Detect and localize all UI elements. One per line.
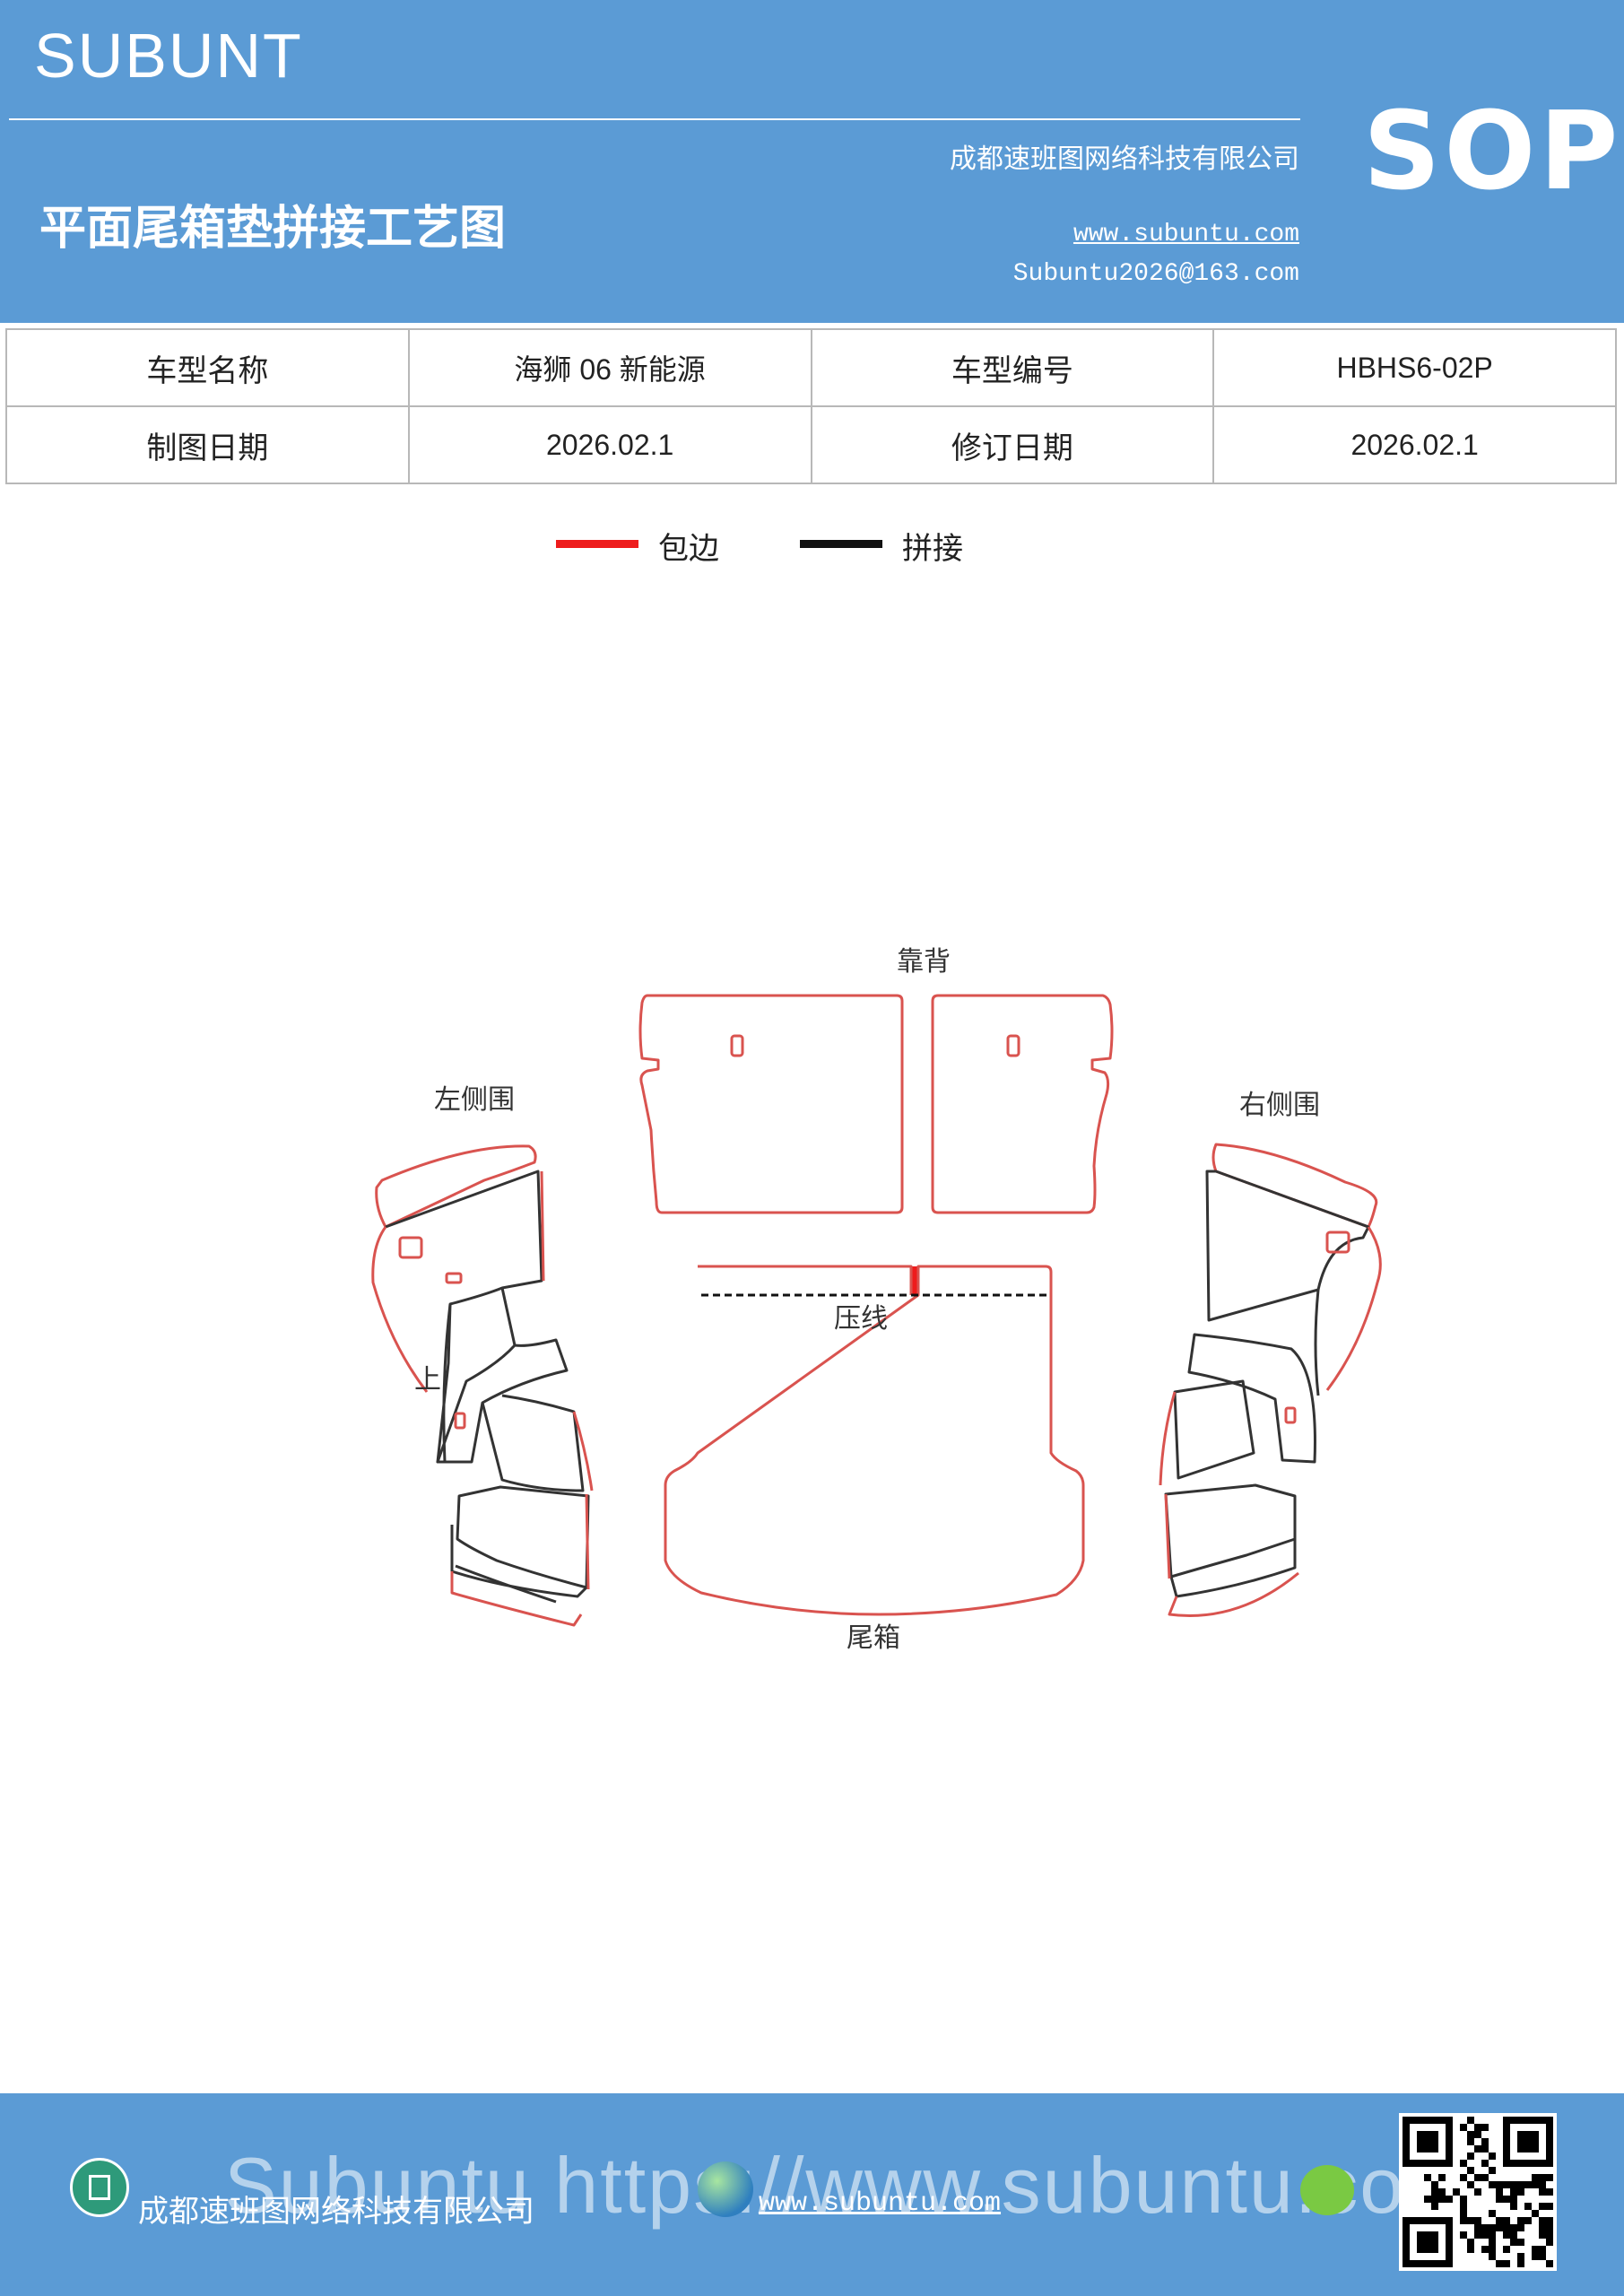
footer-watermark: Subuntu https://www.subuntu.com bbox=[224, 2141, 1473, 2230]
table-cell: HBHS6-02P bbox=[1212, 328, 1617, 407]
label-right-side: 右侧围 bbox=[1239, 1090, 1320, 1121]
table-cell: 2026.02.1 bbox=[1212, 405, 1617, 484]
legend-black-line bbox=[800, 540, 882, 548]
qr-code bbox=[1399, 2113, 1557, 2271]
vehicle-info-table: 车型名称 海狮 06 新能源 车型编号 HBHS6-02P 制图日期 2026.… bbox=[5, 328, 1617, 484]
globe-icon bbox=[698, 2161, 753, 2217]
label-backrest: 靠背 bbox=[897, 946, 951, 978]
backrest-left-panel bbox=[638, 994, 904, 1214]
table-row: 制图日期 2026.02.1 修订日期 2026.02.1 bbox=[5, 405, 1617, 484]
table-row: 车型名称 海狮 06 新能源 车型编号 HBHS6-02P bbox=[5, 328, 1617, 407]
sop-badge: SOP bbox=[1363, 90, 1622, 214]
website-link[interactable]: www.subuntu.com bbox=[1073, 221, 1299, 248]
brand-logo: SUBUNT bbox=[34, 21, 303, 91]
legend-label: 拼接 bbox=[902, 531, 963, 567]
wechat-icon bbox=[1300, 2165, 1354, 2215]
table-cell: 海狮 06 新能源 bbox=[407, 328, 812, 407]
footer-company: 成都速班图网络科技有限公司 bbox=[138, 2194, 534, 2230]
table-cell: 修订日期 bbox=[810, 405, 1215, 484]
company-name: 成都速班图网络科技有限公司 bbox=[950, 144, 1299, 175]
table-cell: 车型编号 bbox=[810, 328, 1215, 407]
header-banner: SUBUNT 平面尾箱垫拼接工艺图 成都速班图网络科技有限公司 www.subu… bbox=[0, 0, 1624, 323]
table-cell: 车型名称 bbox=[5, 328, 410, 407]
legend-label: 包边 bbox=[658, 531, 719, 567]
legend-red-line bbox=[556, 540, 638, 548]
table-cell: 制图日期 bbox=[5, 405, 410, 484]
email-address[interactable]: Subuntu2026@163.com bbox=[1012, 260, 1299, 288]
home-icon bbox=[70, 2158, 129, 2217]
backrest-right-panel bbox=[931, 994, 1114, 1214]
header-divider bbox=[9, 118, 1300, 120]
label-trunk: 尾箱 bbox=[847, 1622, 900, 1654]
table-cell: 2026.02.1 bbox=[407, 405, 812, 484]
footer-website-link[interactable]: www.subuntu.com bbox=[759, 2188, 1002, 2219]
label-press-line: 压线 bbox=[834, 1303, 888, 1335]
backrest-slot bbox=[1006, 1034, 1020, 1057]
backrest-slot bbox=[730, 1034, 744, 1057]
label-left-side: 左侧围 bbox=[434, 1084, 515, 1116]
label-top: 上 bbox=[414, 1364, 441, 1396]
footer-banner: Subuntu https://www.subuntu.com 成都速班图网络科… bbox=[0, 2093, 1624, 2296]
trunk-mat-panel bbox=[664, 1265, 1085, 1616]
right-side-panel bbox=[1159, 1143, 1382, 1618]
left-side-panel bbox=[371, 1144, 594, 1627]
page-title: 平面尾箱垫拼接工艺图 bbox=[39, 202, 507, 256]
